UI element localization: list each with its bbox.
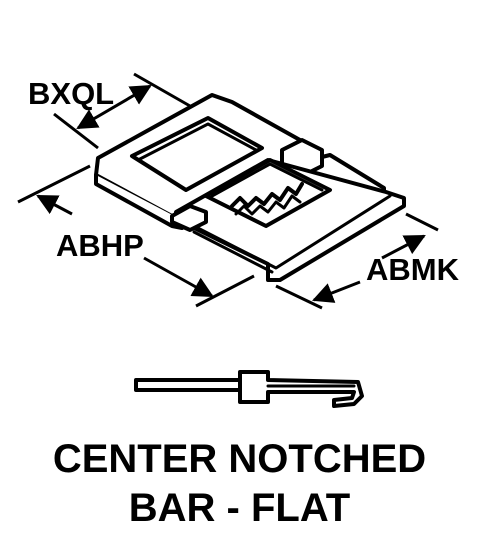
abmk-arrow-lower (312, 280, 361, 303)
slider-left-lip (170, 204, 208, 232)
bxql-extension-left (53, 112, 99, 150)
dimension-lines (17, 72, 439, 310)
abmk-arrow-upper (381, 234, 426, 260)
caption-line-1: CENTER NOTCHED (52, 437, 427, 481)
abhp-arrow-upper (36, 194, 73, 216)
abhp-extension-bottom (195, 274, 255, 308)
profile-raised-block (238, 370, 364, 408)
slider-rail-edge (188, 194, 392, 270)
abhp-extension-top (17, 164, 91, 204)
frame-window-inner-edge (136, 122, 258, 162)
center-notches-lower (234, 194, 302, 216)
label-bxql: BXQL (28, 76, 114, 111)
profile-bar (134, 378, 242, 392)
label-abmk: ABMK (366, 252, 460, 287)
abmk-extension-top (405, 212, 439, 232)
isometric-part (94, 93, 406, 282)
notch-window (204, 158, 332, 228)
center-notches (230, 182, 304, 208)
notch-window-inner (210, 162, 324, 198)
bxql-extension-right (133, 72, 191, 108)
bxql-arrow (76, 84, 152, 130)
abhp-arrow-lower (143, 256, 214, 298)
label-abhp: ABHP (56, 228, 144, 263)
side-profile (134, 370, 364, 408)
caption-line-2: BAR - FLAT (128, 486, 351, 530)
abmk-extension-bottom (275, 284, 323, 310)
slider-rail-edge-lower (192, 230, 274, 274)
